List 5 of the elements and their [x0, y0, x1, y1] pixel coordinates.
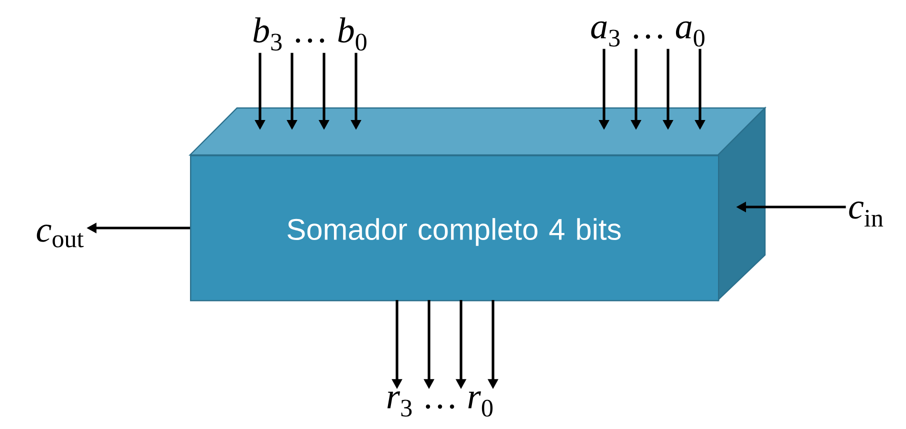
signal-label: c$_{in}$ [849, 202, 884, 226]
signal-label: b$_{3}$ … b$_{0}$ [253, 17, 366, 51]
signal-label: r$_{3}$ … r$_{0}$ [387, 391, 493, 417]
signal-label: a$_{3}$ … a$_{0}$ [591, 21, 704, 47]
signal-label: c$_{out}$ [36, 224, 84, 248]
